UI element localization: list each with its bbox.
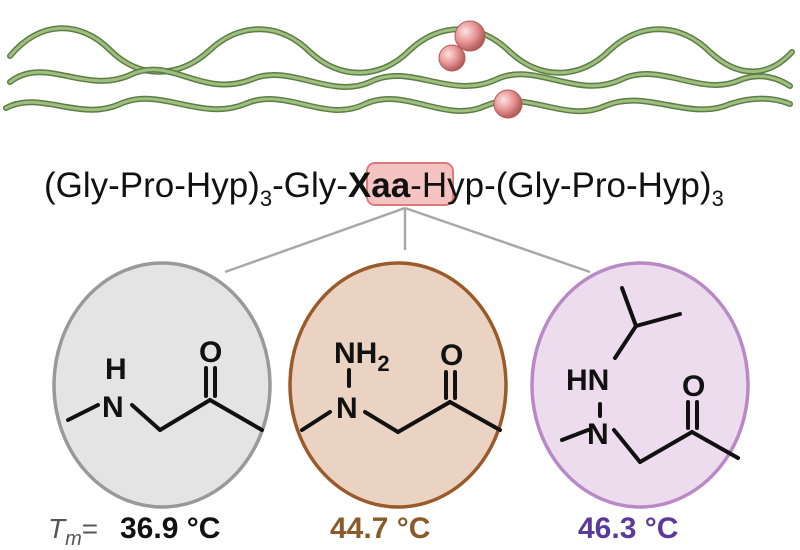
tm-label: Tm= xyxy=(48,513,98,550)
atom-hn: HN xyxy=(566,364,609,397)
xaa-highlight-box xyxy=(366,162,454,206)
residue-circle-3: HN N O xyxy=(530,261,750,509)
tm-value-1: 36.9 °C xyxy=(120,512,220,545)
atom-h: H xyxy=(105,353,127,386)
modified-residue-sphere xyxy=(493,89,523,119)
atom-n: N xyxy=(336,392,358,425)
peptide-sequence: (Gly-Pro-Hyp)3-Gly-Xaa-Hyp-(Gly-Pro-Hyp)… xyxy=(44,166,724,211)
connector-lines xyxy=(224,206,591,274)
atom-n: N xyxy=(102,391,124,424)
tm-value-2: 44.7 °C xyxy=(330,512,430,545)
helix-strand-1 xyxy=(7,25,795,76)
melting-temperatures: Tm= 36.9 °C 44.7 °C 46.3 °C xyxy=(48,512,678,550)
triple-helix xyxy=(3,20,795,119)
residue-circle-1: N H O xyxy=(52,261,272,509)
modified-residue-sphere xyxy=(454,20,486,52)
residue-circle-2: N NH2 O xyxy=(288,261,508,509)
atom-nh: NH2 xyxy=(334,337,390,376)
atom-n: N xyxy=(587,418,609,451)
atom-o: O xyxy=(440,339,463,372)
atom-o: O xyxy=(199,336,222,369)
modified-residue-sphere xyxy=(438,44,466,72)
tm-value-3: 46.3 °C xyxy=(578,512,678,545)
atom-o: O xyxy=(682,370,705,403)
